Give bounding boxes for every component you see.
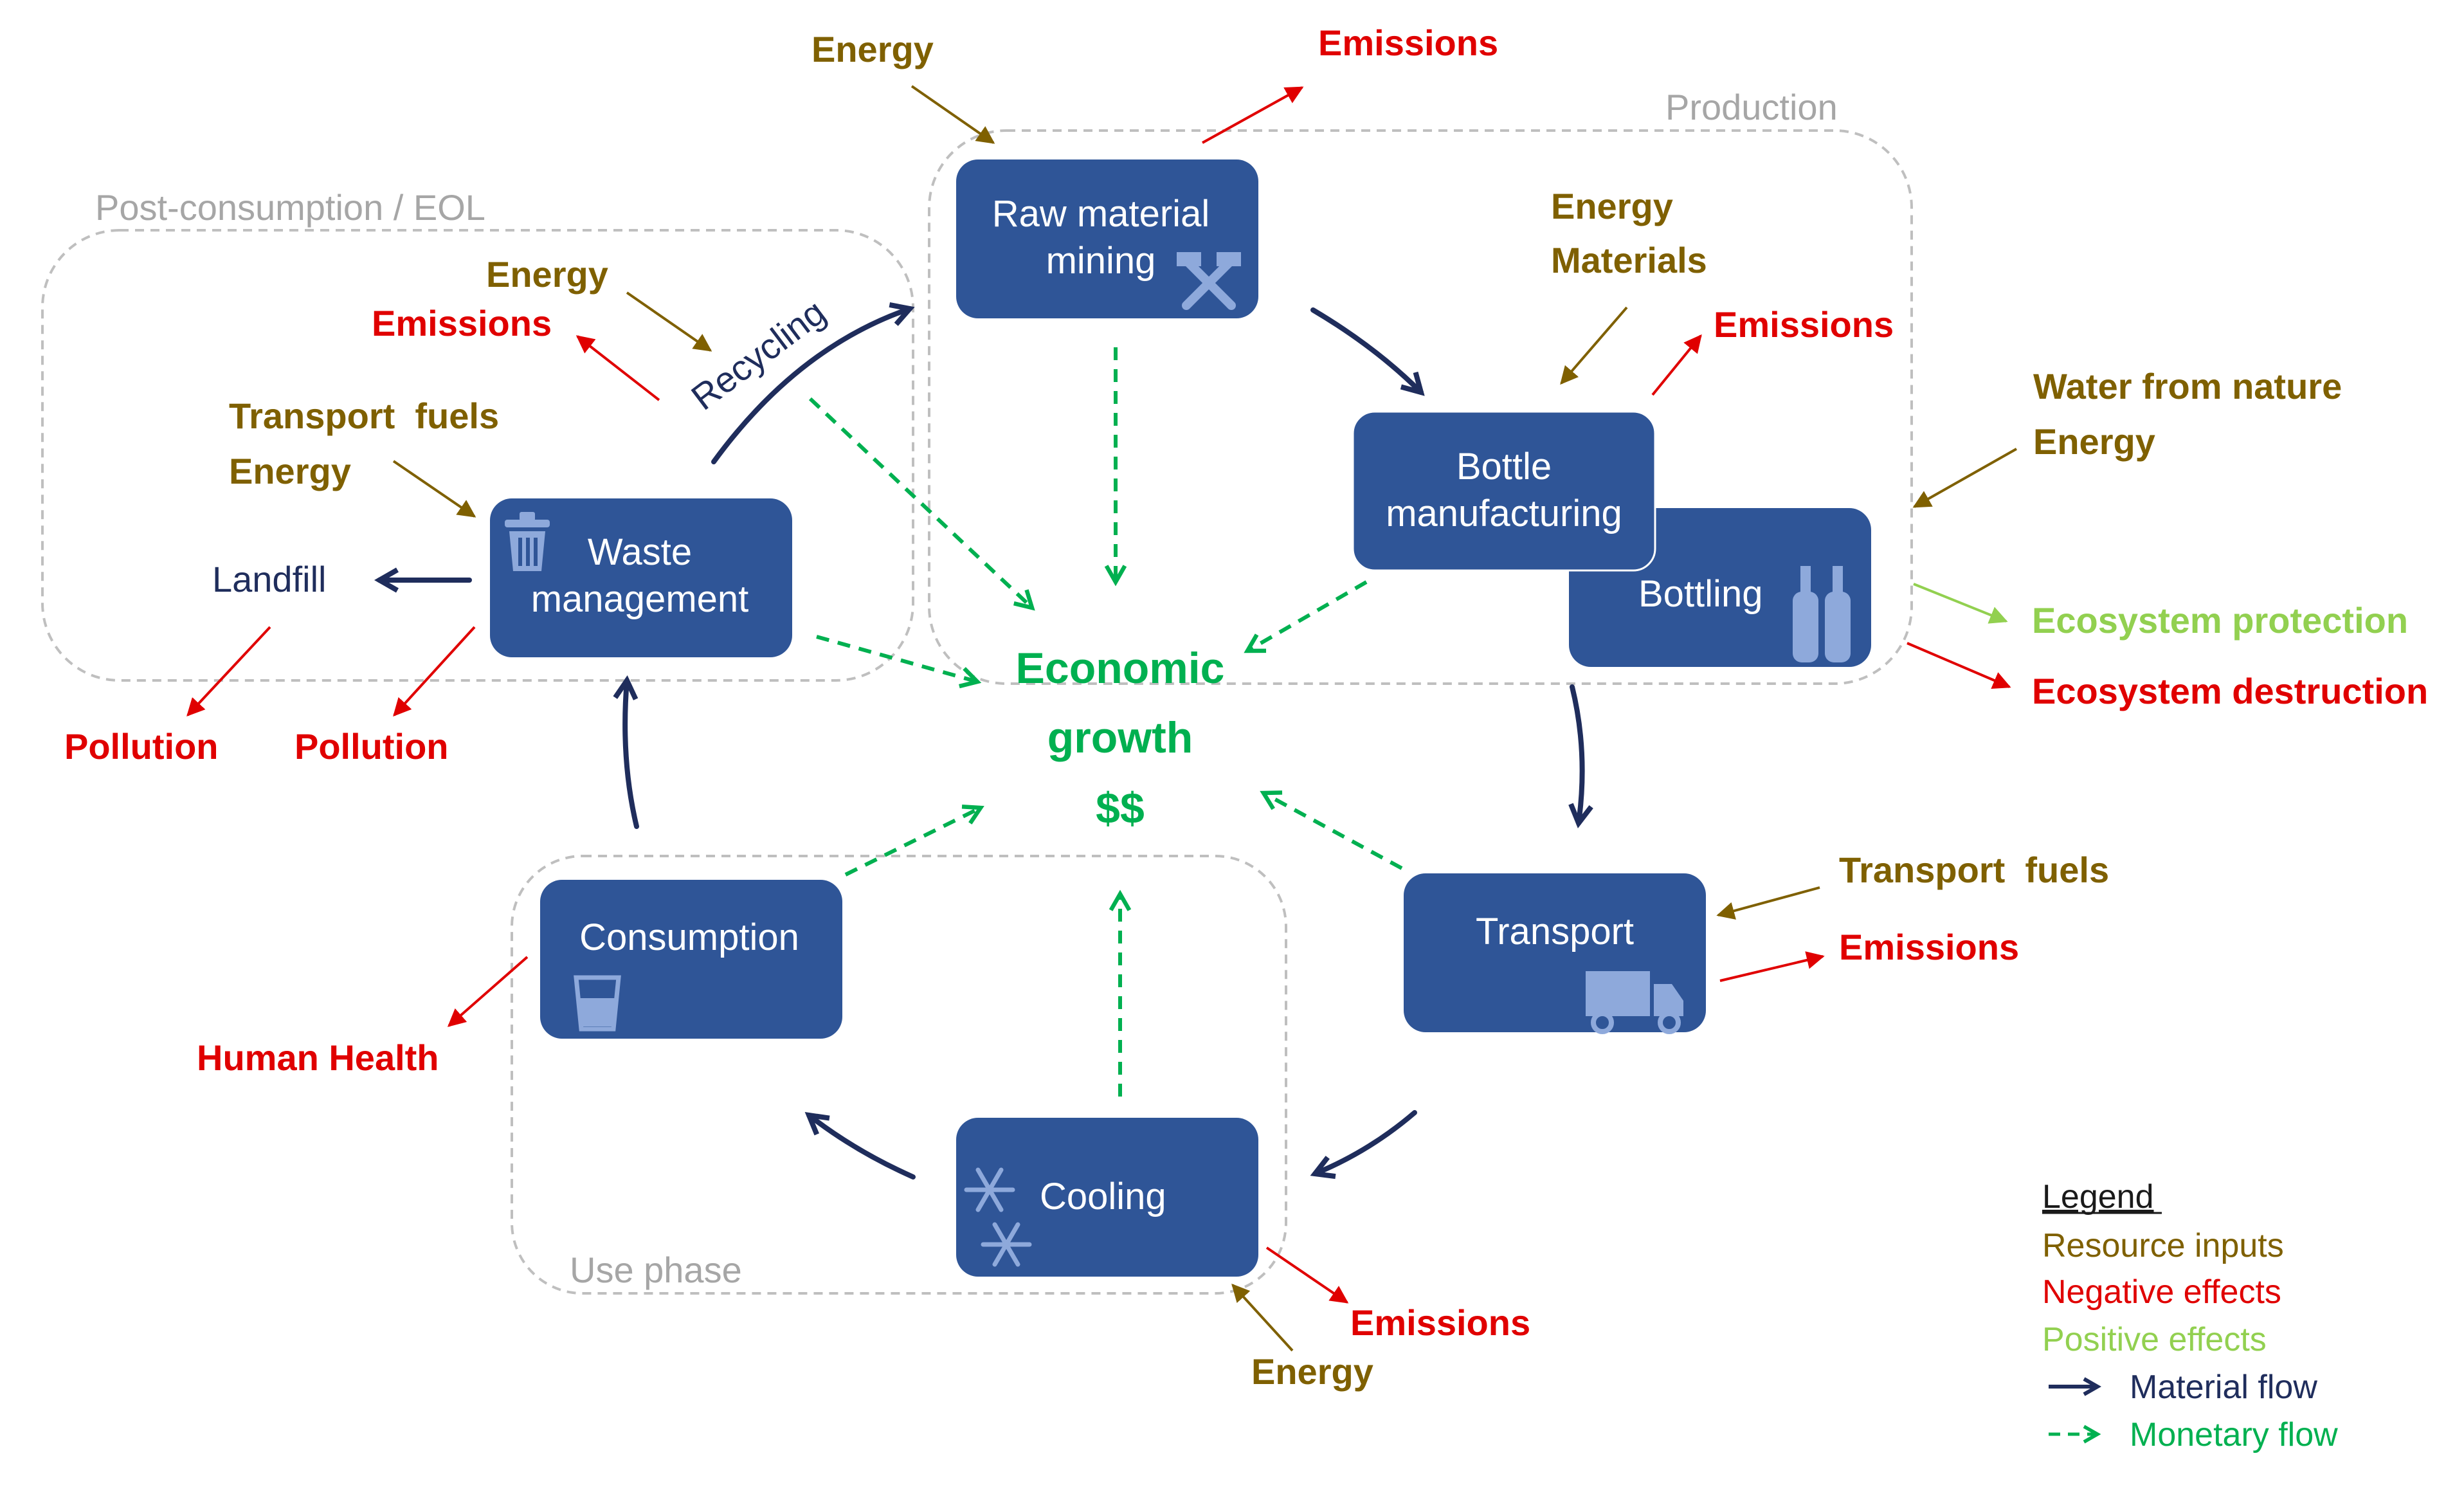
bottling-label: Bottling — [1638, 573, 1762, 615]
raw-emissions-label: Emissions — [1318, 23, 1498, 63]
recycling-emissions-label: Emissions — [372, 303, 552, 343]
material-flow-arrow-bottling-to-transport — [1568, 684, 1593, 828]
ecosystem-destruction-label: Ecosystem destruction — [2032, 671, 2428, 711]
legend-title: Legend — [2042, 1178, 2154, 1216]
use-phase-group — [511, 855, 1287, 1295]
legend-monetary-flow: Monetary flow — [2130, 1416, 2338, 1453]
emissions-arrow-cooling — [1265, 1246, 1349, 1304]
energy-arrow-recycling — [626, 291, 712, 352]
bottle-energy-label: Energy — [1551, 186, 1673, 226]
waste-label-line2: management — [531, 578, 749, 620]
economic-growth-line2: growth — [1047, 713, 1193, 762]
bottling-water-label: Water from nature — [2033, 366, 2342, 406]
recycling-energy-label: Energy — [486, 254, 608, 295]
ecosystem-protection-arrow — [1913, 583, 2008, 624]
hammer-pick-icon — [1177, 252, 1241, 310]
material-flow-arrow-raw-to-bottle — [1310, 307, 1425, 396]
monetary-flow-arrow-bottle — [1244, 580, 1368, 653]
consumption-box: Consumption — [540, 880, 842, 1039]
post-consumption-group-label: Post-consumption / EOL — [95, 187, 485, 228]
bottle-manufacturing-label-line1: Bottle — [1456, 446, 1552, 487]
cooling-label: Cooling — [1040, 1176, 1166, 1217]
raw-material-mining-box: Raw material mining — [956, 159, 1258, 318]
post-consumption-group — [41, 229, 914, 682]
energy-materials-arrow-bottle — [1560, 306, 1628, 385]
material-flow-arrow-consumption-to-waste — [613, 675, 639, 829]
material-flow-arrow-transport-to-cooling — [1310, 1110, 1417, 1180]
transport-emissions-label: Emissions — [1839, 927, 2019, 967]
consumption-label: Consumption — [579, 916, 799, 958]
human-health-label: Human Health — [197, 1037, 439, 1078]
bottle-emissions-label: Emissions — [1714, 304, 1894, 345]
cooling-box: Cooling — [956, 1118, 1258, 1277]
emissions-arrow-raw — [1202, 86, 1304, 144]
raw-material-label-line1: Raw material — [992, 193, 1209, 235]
cooling-energy-label: Energy — [1251, 1351, 1373, 1392]
pollution-arrow-waste — [393, 626, 476, 717]
monetary-flow-arrow-consumption — [844, 805, 984, 877]
material-flow-arrow-recycling — [711, 302, 915, 464]
human-health-arrow — [447, 956, 529, 1027]
landfill-label: Landfill — [212, 559, 326, 599]
bottles-icon — [1793, 566, 1851, 662]
waste-transport-fuels-label: Transport fuels — [229, 396, 499, 436]
raw-material-label-line2: mining — [1046, 240, 1156, 282]
raw-energy-label: Energy — [811, 29, 934, 69]
waste-management-box: Waste management — [490, 498, 792, 657]
bottling-energy-label: Energy — [2033, 421, 2155, 462]
economic-growth-line1: Economic — [1016, 644, 1225, 693]
monetary-flow-arrow-recycling — [808, 397, 1035, 611]
material-flow-arrow-cooling-to-consumption — [804, 1112, 916, 1180]
pollution-label-waste: Pollution — [294, 726, 449, 767]
legend: Legend Resource inputs Negative effects … — [2042, 1178, 2338, 1453]
bottle-manufacturing-label-line2: manufacturing — [1386, 493, 1622, 534]
use-phase-group-label: Use phase — [570, 1250, 742, 1290]
transport-box: Transport — [1404, 873, 1706, 1034]
transport-label: Transport — [1476, 911, 1634, 952]
legend-material-flow: Material flow — [2130, 1369, 2317, 1406]
energy-arrow-cooling — [1231, 1283, 1294, 1352]
legend-negative-effects: Negative effects — [2042, 1273, 2281, 1311]
monetary-flow-arrow-transport — [1260, 790, 1403, 870]
transport-energy-arrow-waste — [392, 460, 476, 518]
truck-icon — [1586, 971, 1683, 1034]
legend-resource-inputs: Resource inputs — [2042, 1227, 2284, 1264]
production-group-label: Production — [1665, 87, 1838, 127]
transport-fuels-label: Transport fuels — [1839, 850, 2109, 890]
waste-label-line1: Waste — [588, 531, 692, 573]
emissions-arrow-transport — [1719, 951, 1825, 982]
production-group — [928, 129, 1913, 685]
legend-positive-effects: Positive effects — [2042, 1321, 2267, 1358]
transport-fuels-arrow — [1716, 886, 1820, 920]
glass-icon — [574, 975, 621, 1032]
ecosystem-protection-label: Ecosystem protection — [2032, 600, 2408, 641]
water-energy-arrow-bottling — [1912, 448, 2017, 508]
economic-growth-dollars: $$ — [1096, 784, 1145, 833]
pollution-arrow-landfill — [186, 626, 271, 717]
trash-icon — [505, 512, 550, 571]
monetary-flow-arrow-waste — [816, 635, 982, 689]
pollution-label-landfill: Pollution — [64, 726, 219, 767]
emissions-arrow-bottle — [1651, 334, 1702, 396]
bottle-manufacturing-box: Bottle manufacturing — [1352, 410, 1656, 572]
waste-energy-label: Energy — [229, 451, 351, 491]
bottle-materials-label: Materials — [1551, 240, 1707, 280]
ecosystem-destruction-arrow — [1907, 642, 2011, 689]
snowflake-icon — [964, 1167, 1032, 1267]
energy-arrow-raw — [910, 85, 995, 144]
cooling-emissions-label: Emissions — [1350, 1302, 1530, 1343]
emissions-arrow-recycling — [575, 335, 660, 401]
